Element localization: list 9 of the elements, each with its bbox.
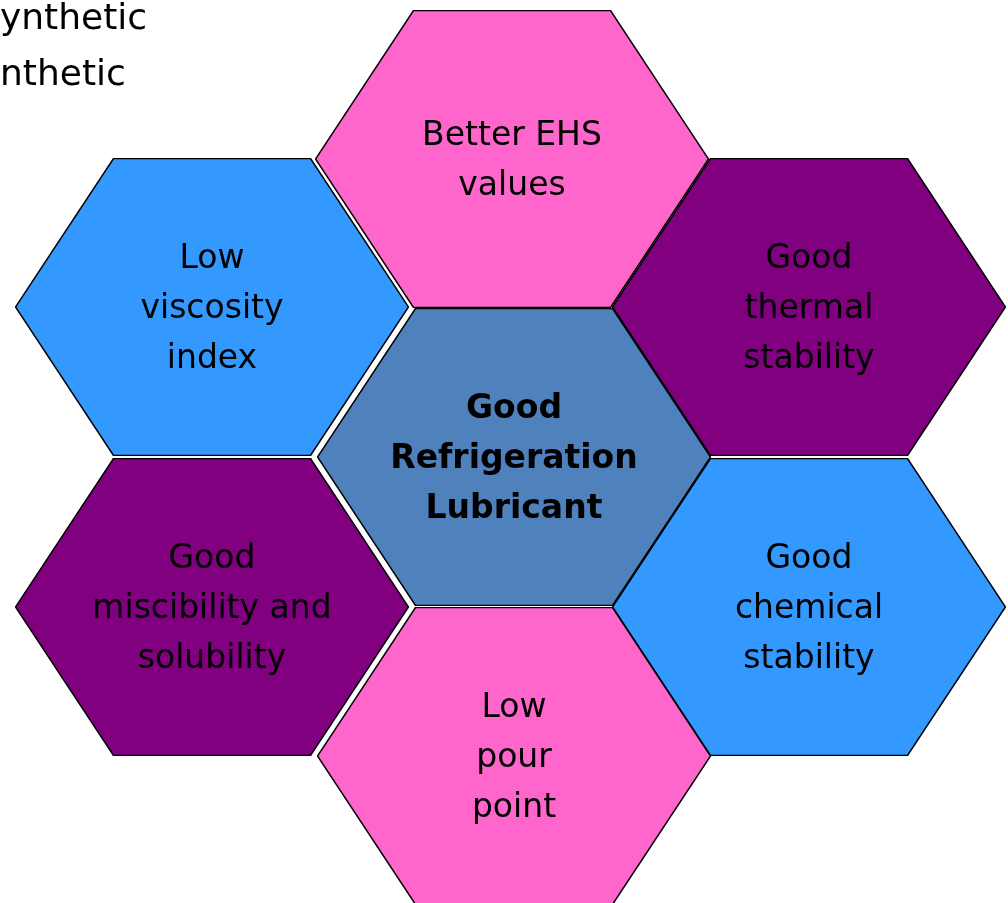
hexagon-label: Better EHS values — [421, 113, 603, 205]
hexagon-label: Low viscosity index — [139, 236, 285, 378]
hexagon-label: Good Refrigeration Lubricant — [389, 386, 639, 528]
hexagon-label: Good miscibility and solubility — [92, 536, 332, 678]
hexagon-label: Good thermal stability — [742, 236, 876, 378]
hexagon-label: Low pour point — [470, 685, 558, 827]
cut-off-text: ynthetic — [0, 0, 148, 37]
cut-off-text: nthetic — [0, 52, 126, 93]
hexagon-label: Good chemical stability — [733, 536, 885, 678]
